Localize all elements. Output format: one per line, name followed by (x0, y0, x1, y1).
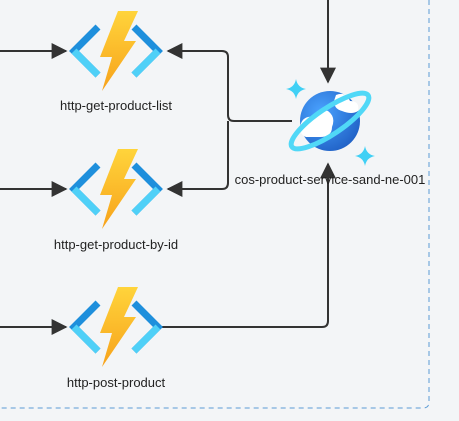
azure-function-icon[interactable] (74, 149, 158, 229)
function-label-by-id: http-get-product-by-id (53, 237, 179, 252)
function-label-post: http-post-product (66, 375, 166, 390)
function-label-list: http-get-product-list (60, 98, 172, 113)
connector-post-to-cosmos (160, 162, 336, 328)
connector-cosmos-to-by-id (166, 121, 229, 197)
cosmos-label: cos-product-service-sand-ne-001 (234, 172, 426, 187)
azure-cosmos-db-icon[interactable] (285, 84, 376, 157)
azure-function-icon[interactable] (74, 11, 158, 91)
connector-cosmos-to-list (166, 43, 292, 122)
group-boundary (0, 0, 430, 409)
sparkle-icon (286, 79, 306, 99)
azure-function-icon[interactable] (74, 287, 158, 367)
sparkle-icon (355, 146, 375, 166)
